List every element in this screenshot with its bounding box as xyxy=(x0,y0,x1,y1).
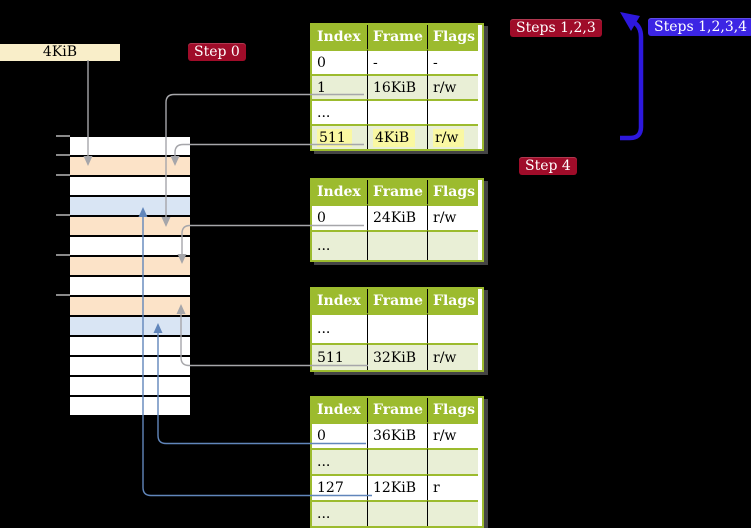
table-cell: r/w xyxy=(427,343,478,370)
table-header-cell: Frame xyxy=(367,180,427,204)
table-cell: 0 xyxy=(312,204,367,230)
table-cell: r/w xyxy=(427,74,478,99)
table-header-cell: Frame xyxy=(367,398,427,422)
table-cell: ... xyxy=(312,313,367,343)
big-curved-arrow xyxy=(620,19,644,141)
table-cell: 127 xyxy=(312,474,367,500)
memory-frame-row xyxy=(70,257,190,275)
memory-frame-row xyxy=(70,337,190,355)
table-cell: - xyxy=(427,49,478,74)
table-cell xyxy=(367,313,427,343)
table-cell: r/w xyxy=(427,124,478,149)
address-box: 4KiB xyxy=(0,44,120,61)
highlighted-value: 511 xyxy=(317,128,352,147)
table-cell: - xyxy=(367,49,427,74)
table-cell xyxy=(427,230,478,260)
table-cell: 16KiB xyxy=(367,74,427,99)
memory-frame-row xyxy=(70,177,190,195)
memory-frame-row xyxy=(70,217,190,235)
table-cell: ... xyxy=(312,99,367,124)
memory-frame-row xyxy=(70,157,190,175)
memory-frame-row xyxy=(70,377,190,395)
memory-frame-row xyxy=(70,237,190,255)
badge-step-4: Step 4 xyxy=(519,157,577,175)
table-cell: 32KiB xyxy=(367,343,427,370)
badge-steps-1-2-3: Steps 1,2,3 xyxy=(510,19,602,37)
table-cell: 12KiB xyxy=(367,474,427,500)
table-header-cell: Flags xyxy=(427,25,478,49)
table-header-cell: Index xyxy=(312,398,367,422)
table-cell xyxy=(367,448,427,474)
memory-frame-row xyxy=(70,357,190,375)
memory-frame-row xyxy=(70,297,190,315)
table-cell xyxy=(367,99,427,124)
table-cell xyxy=(367,500,427,526)
table-cell: 0 xyxy=(312,49,367,74)
table-cell: ... xyxy=(312,500,367,526)
table-cell: ... xyxy=(312,448,367,474)
table-cell: 0 xyxy=(312,422,367,448)
table-cell: r/w xyxy=(427,204,478,230)
table-cell: r xyxy=(427,474,478,500)
table-cell xyxy=(427,313,478,343)
table-cell: 511 xyxy=(312,124,367,149)
table-header-cell: Frame xyxy=(367,25,427,49)
highlighted-value: r/w xyxy=(433,128,465,147)
table-header-cell: Frame xyxy=(367,289,427,313)
highlighted-value: 4KiB xyxy=(373,128,416,147)
physical-memory-column xyxy=(70,137,190,417)
table-cell: r/w xyxy=(427,422,478,448)
memory-frame-row xyxy=(70,317,190,335)
table-header-cell: Index xyxy=(312,25,367,49)
table-header-cell: Index xyxy=(312,289,367,313)
table-cell: 4KiB xyxy=(367,124,427,149)
table-header-cell: Flags xyxy=(427,289,478,313)
table-cell: 36KiB xyxy=(367,422,427,448)
memory-frame-row xyxy=(70,397,190,415)
table-cell: ... xyxy=(312,230,367,260)
badge-step-0: Step 0 xyxy=(188,43,246,61)
table-header-cell: Flags xyxy=(427,180,478,204)
table-cell: 511 xyxy=(312,343,367,370)
table-cell xyxy=(367,230,427,260)
table-cell: 24KiB xyxy=(367,204,427,230)
table-cell: 1 xyxy=(312,74,367,99)
table-cell xyxy=(427,500,478,526)
memory-frame-row xyxy=(70,197,190,215)
memory-frame-row xyxy=(70,277,190,295)
big-curved-arrow-head xyxy=(620,12,640,31)
table-header-cell: Flags xyxy=(427,398,478,422)
memory-frame-row xyxy=(70,137,190,155)
badge-steps-1-2-3-4: Steps 1,2,3,4 xyxy=(648,18,751,36)
table-header-cell: Index xyxy=(312,180,367,204)
table-cell xyxy=(427,99,478,124)
table-cell xyxy=(427,448,478,474)
